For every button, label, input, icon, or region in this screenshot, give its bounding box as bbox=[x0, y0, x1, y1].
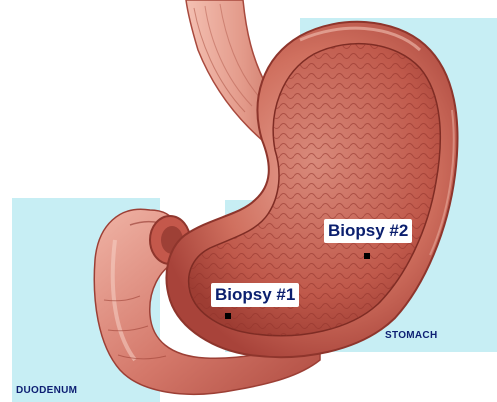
biopsy-2-marker bbox=[364, 253, 370, 259]
duodenum-label: DUODENUM bbox=[16, 385, 77, 396]
biopsy-2-label: Biopsy #2 bbox=[324, 219, 412, 243]
biopsy-1-label: Biopsy #1 bbox=[211, 283, 299, 307]
stomach-label: STOMACH bbox=[385, 330, 437, 341]
biopsy-1-marker bbox=[225, 313, 231, 319]
